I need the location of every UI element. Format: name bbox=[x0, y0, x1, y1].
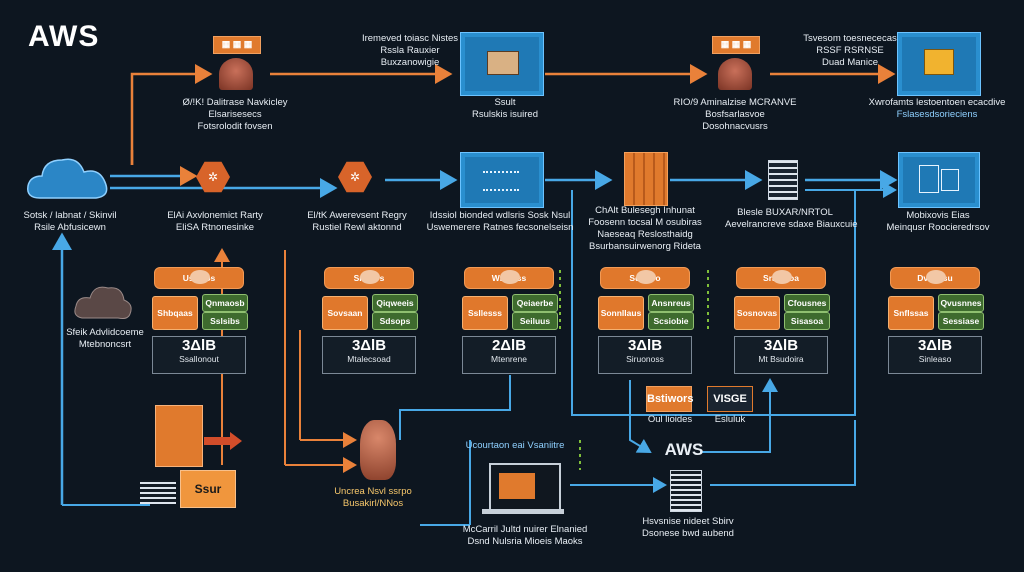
processing-panel[interactable] bbox=[460, 152, 544, 208]
event-label: El/tK Awerevsent Regry Rustiel Rewl akto… bbox=[307, 210, 407, 233]
laptop-label: McCarril Jultd nuirer Elnanied Dsnd Nuls… bbox=[462, 524, 588, 547]
database-icon bbox=[219, 58, 253, 90]
small-box-1[interactable]: Bstiwors bbox=[646, 386, 693, 412]
aws-mark: AWS bbox=[664, 440, 704, 459]
service-2-right-card-1[interactable]: Qiqweeis bbox=[372, 294, 418, 312]
service-3-db[interactable]: 2ΔlB Mtenrene bbox=[462, 336, 556, 374]
service-1-db[interactable]: 3ΔlB Ssallonout bbox=[152, 336, 246, 374]
service-6-right-card-1[interactable]: Qvusnnes bbox=[938, 294, 984, 312]
service-2-left-card[interactable]: Sovsaan bbox=[322, 296, 368, 330]
storage-cloud-label: Sfeik Advlidcoeme Mtebnoncsrt bbox=[66, 327, 144, 350]
report-document-icon[interactable] bbox=[155, 405, 203, 467]
laptop-screen bbox=[499, 473, 535, 499]
gateway-hex-icon[interactable]: ✲ bbox=[196, 161, 230, 193]
grid-icon bbox=[919, 165, 939, 193]
service-1-left-card[interactable]: Shbqaas bbox=[152, 296, 198, 330]
service-5-db[interactable]: 3ΔlB Mt Bsudoira bbox=[734, 336, 828, 374]
service-2-right-card-2[interactable]: Sdsops bbox=[372, 312, 418, 330]
stream-label: ChAlt Bulesegh Inhunat Foosenn tocsal M … bbox=[588, 205, 702, 252]
top-node-3-badge: ▦ ▦ ▦ bbox=[712, 36, 760, 54]
top-node-3-label: RIO/9 Aminalzise MCRANVE Bosfsarlasvoe D… bbox=[673, 97, 797, 132]
report-icon bbox=[941, 169, 959, 191]
service-1-icon bbox=[190, 270, 210, 284]
network-icon bbox=[483, 171, 519, 191]
cloud-icon[interactable] bbox=[26, 150, 110, 204]
folder-icon bbox=[924, 49, 954, 75]
service-2-icon bbox=[360, 270, 380, 284]
queue-icon[interactable] bbox=[360, 420, 396, 480]
service-5-left-card[interactable]: Sosnovas bbox=[734, 296, 780, 330]
service-3-left-card[interactable]: Ssllesss bbox=[462, 296, 508, 330]
top-node-2-label: Ssult Rsulskis isuired bbox=[472, 97, 538, 120]
top-node-1-label: Ø/!K! Dalitrase Navkicley Elsarisesecs F… bbox=[182, 97, 288, 132]
service-1-right-card-2[interactable]: Sslsibs bbox=[202, 312, 248, 330]
small-box-2[interactable]: VISGE bbox=[707, 386, 753, 412]
top-node-4-panel[interactable] bbox=[897, 32, 981, 96]
document-label: Blesle BUXAR/NRTOL Aevelrancreve sdaxe B… bbox=[725, 207, 858, 230]
service-5-icon bbox=[772, 270, 792, 284]
processing-label: Idssiol bionded wdlsris Sosk Nsul Usweme… bbox=[426, 210, 574, 233]
laptop-caption: Ucourtaon eai Vsaniitre bbox=[465, 440, 565, 451]
top-node-3[interactable]: ▦ ▦ ▦ bbox=[712, 36, 760, 90]
service-6-db[interactable]: 3ΔlB Sinleaso bbox=[888, 336, 982, 374]
cloud-label: Sotsk / labnat / Skinvil Rsile Abfusicew… bbox=[23, 210, 117, 233]
archive-icon[interactable] bbox=[670, 470, 702, 512]
service-6-right-card-2[interactable]: Sessiase bbox=[938, 312, 984, 330]
top-node-4-caption: Tsvesom toesnececas RSSF RSRNSE Duad Man… bbox=[803, 33, 897, 68]
storage-cloud-icon[interactable] bbox=[72, 280, 134, 322]
right-arrow-icon bbox=[204, 432, 242, 450]
server-icon bbox=[487, 51, 519, 75]
service-4-icon bbox=[636, 270, 656, 284]
service-2-db[interactable]: 3ΔlB Mtalecsoad bbox=[322, 336, 416, 374]
service-5-right-card-2[interactable]: Sisasoa bbox=[784, 312, 830, 330]
top-node-2-panel[interactable] bbox=[460, 32, 544, 96]
service-3-right-card-2[interactable]: Seiluus bbox=[512, 312, 558, 330]
top-node-1[interactable]: ▦ ▦ ▦ bbox=[213, 36, 261, 90]
queue-label: Uncrea Nsvl ssrpo Busakirl/NNos bbox=[334, 486, 412, 509]
laptop-icon[interactable] bbox=[489, 463, 561, 511]
service-3-icon bbox=[500, 270, 520, 284]
report-tag[interactable]: Ssur bbox=[180, 470, 236, 508]
top-node-4-label: Xwrofamts lestoentoen ecacdive Fslasesds… bbox=[868, 97, 1006, 120]
laptop-base bbox=[482, 509, 564, 514]
small-box-2-sub: Esluluk bbox=[714, 414, 746, 425]
stream-bars-icon[interactable] bbox=[624, 152, 668, 206]
service-3-right-card-1[interactable]: Qeiaerbe bbox=[512, 294, 558, 312]
service-6-icon bbox=[926, 270, 946, 284]
analytics-panel[interactable] bbox=[898, 152, 980, 208]
service-4-db[interactable]: 3ΔlB Siruonoss bbox=[598, 336, 692, 374]
service-4-right-card-2[interactable]: Scsiobie bbox=[648, 312, 694, 330]
service-1-right-card-1[interactable]: Qnmaosb bbox=[202, 294, 248, 312]
top-node-1-badge: ▦ ▦ ▦ bbox=[213, 36, 261, 54]
gateway-label: ElAi Axvlonemict Rarty EliSA Rtnonesinke bbox=[167, 210, 263, 233]
document-icon[interactable] bbox=[768, 160, 798, 200]
small-box-1-sub: Oul lioides bbox=[647, 414, 693, 425]
service-6-left-card[interactable]: Snflssas bbox=[888, 296, 934, 330]
database-icon bbox=[718, 58, 752, 90]
log-icon bbox=[140, 480, 176, 504]
service-4-left-card[interactable]: Sonnllaus bbox=[598, 296, 644, 330]
service-5-right-card-1[interactable]: Cfousnes bbox=[784, 294, 830, 312]
analytics-label: Mobixovis Eias Meinqusr Roocieredrsov bbox=[886, 210, 990, 233]
brand-title: AWS bbox=[28, 20, 100, 53]
archive-label: Hsvsnise nideet Sbirv Dsonese bwd aubend bbox=[642, 516, 734, 539]
service-4-right-card-1[interactable]: Ansnreus bbox=[648, 294, 694, 312]
top-node-2-caption: Iremeved toiasc Nistes Rssla Rauxier Bux… bbox=[361, 33, 459, 68]
